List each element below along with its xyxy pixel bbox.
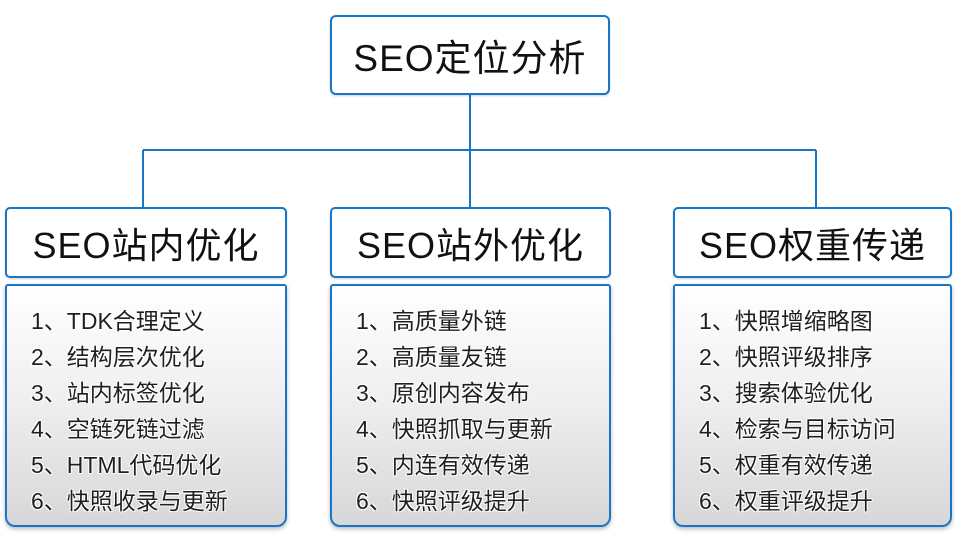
branch-items-box: 1、高质量外链 2、高质量友链 3、原创内容发布 4、快照抓取与更新 5、内连有…: [330, 284, 611, 527]
list-item: 1、TDK合理定义: [31, 308, 205, 334]
item-list: 1、高质量外链 2、高质量友链 3、原创内容发布 4、快照抓取与更新 5、内连有…: [332, 286, 609, 519]
list-item: 5、内连有效传递: [356, 452, 530, 478]
branch-title-box: SEO站内优化: [5, 207, 287, 278]
list-item: 2、快照评级排序: [699, 344, 873, 370]
list-item: 6、快照评级提升: [356, 488, 530, 514]
list-item: 2、高质量友链: [356, 344, 507, 370]
item-list: 1、TDK合理定义 2、结构层次优化 3、站内标签优化 4、空链死链过滤 5、H…: [7, 286, 285, 519]
branch-title-box: SEO站外优化: [330, 207, 611, 278]
branch-offsite-optimization: SEO站外优化 1、高质量外链 2、高质量友链 3、原创内容发布 4、快照抓取与…: [330, 207, 611, 527]
branch-items-box: 1、快照增缩略图 2、快照评级排序 3、搜索体验优化 4、检索与目标访问 5、权…: [673, 284, 952, 527]
list-item: 6、权重评级提升: [699, 488, 873, 514]
list-item: 4、检索与目标访问: [699, 416, 896, 442]
list-item: 4、快照抓取与更新: [356, 416, 553, 442]
root-node-label: SEO定位分析: [353, 38, 587, 79]
list-item: 1、快照增缩略图: [699, 308, 873, 334]
branch-onsite-optimization: SEO站内优化 1、TDK合理定义 2、结构层次优化 3、站内标签优化 4、空链…: [5, 207, 287, 527]
item-list: 1、快照增缩略图 2、快照评级排序 3、搜索体验优化 4、检索与目标访问 5、权…: [675, 286, 950, 519]
list-item: 2、结构层次优化: [31, 344, 205, 370]
list-item: 3、搜索体验优化: [699, 380, 873, 406]
list-item: 3、原创内容发布: [356, 380, 530, 406]
branch-title-label: SEO站外优化: [356, 224, 585, 266]
branch-title-label: SEO权重传递: [698, 224, 927, 266]
list-item: 6、快照收录与更新: [31, 488, 228, 514]
list-item: 1、高质量外链: [356, 308, 507, 334]
list-item: 4、空链死链过滤: [31, 416, 205, 442]
branch-title-box: SEO权重传递: [673, 207, 952, 278]
list-item: 5、权重有效传递: [699, 452, 873, 478]
branch-items-box: 1、TDK合理定义 2、结构层次优化 3、站内标签优化 4、空链死链过滤 5、H…: [5, 284, 287, 527]
branch-title-label: SEO站内优化: [32, 224, 260, 266]
root-node: SEO定位分析: [330, 15, 610, 95]
list-item: 5、HTML代码优化: [31, 452, 222, 478]
branch-weight-transfer: SEO权重传递 1、快照增缩略图 2、快照评级排序 3、搜索体验优化 4、检索与…: [673, 207, 952, 527]
list-item: 3、站内标签优化: [31, 380, 205, 406]
